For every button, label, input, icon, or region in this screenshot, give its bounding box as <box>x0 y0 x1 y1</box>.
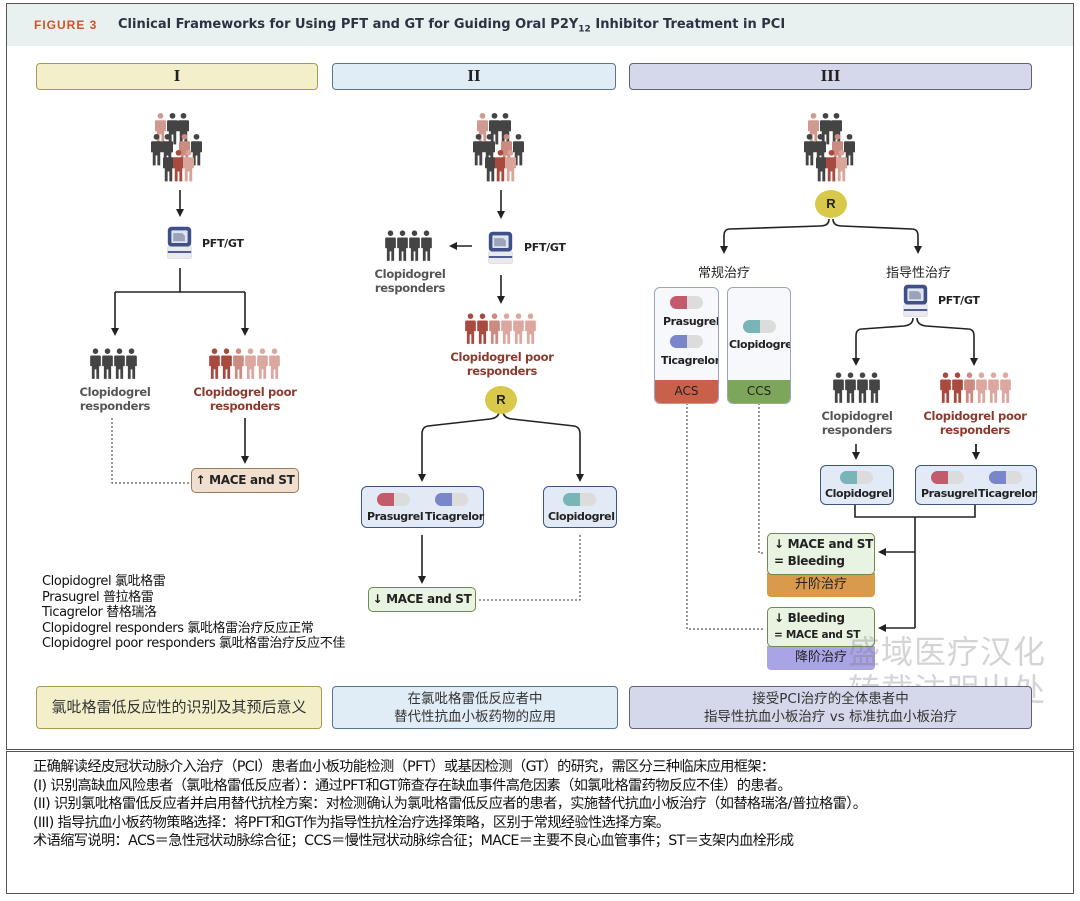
prasugrel-pill-icon <box>931 471 964 484</box>
deescalation-outcome-line2: = MACE and ST <box>774 629 861 641</box>
test-device-icon <box>166 225 193 261</box>
figure-caption: 正确解读经皮冠状动脉介入治疗（PCI）患者血小板功能检测（PFT）或基因检测（G… <box>6 751 1074 894</box>
panel-3-summary-line1: 接受PCI治疗的全体患者中 <box>752 691 909 707</box>
responders-icon <box>380 230 438 262</box>
panel-3-header: III <box>629 63 1032 90</box>
legend-item: Ticagrelor 替格瑞洛 <box>42 605 157 620</box>
drug-legend: Clopidogrel 氯吡格雷 Prasugrel 普拉格雷 Ticagrel… <box>42 574 345 652</box>
escalation-outcome-line1: ↓ MACE and ST <box>774 537 873 551</box>
panel-2-header: II <box>332 63 616 90</box>
panel-2-summary: 在氯吡格雷低反应者中 替代性抗血小板药物的应用 <box>332 686 618 729</box>
panel-2-summary-line1: 在氯吡格雷低反应者中 <box>407 691 543 707</box>
patient-population-icon <box>472 112 530 184</box>
poor-responders-label: Clopidogrel poor responders <box>193 385 297 413</box>
connector-lines <box>111 190 980 632</box>
ticagrelor-pill-icon <box>435 493 468 506</box>
responders-label: Clopidogrel responders <box>79 385 151 413</box>
dotted-link-ccs-escalation <box>758 403 765 554</box>
drug-name-prasugrel: Prasugrel <box>367 510 424 523</box>
figure-label: FIGURE 3 <box>34 18 98 32</box>
alternative-drug-box: Prasugrel Ticagrelor <box>361 486 484 528</box>
responders-icon <box>828 372 886 404</box>
legend-item: Prasugrel 普拉格雷 <box>42 589 154 605</box>
panel-1-summary: 氯吡格雷低反应性的识别及其预后意义 <box>36 686 322 729</box>
caption-line: (III) 指导抗血小板药物策略选择：将PFT和GT作为指导性抗栓治疗选择策略，… <box>33 814 670 831</box>
poor-responders-icon <box>202 348 288 380</box>
legend-item: Clopidogrel poor responders 氯吡格雷治疗反应不佳 <box>42 636 345 651</box>
caption-line: 术语缩写说明：ACS＝急性冠状动脉综合征；CCS＝慢性冠状动脉综合征；MACE＝… <box>33 833 794 850</box>
conventional-therapy-label: 常规治疗 <box>698 266 751 281</box>
dotted-link-acs-deescalation <box>686 403 765 630</box>
clopidogrel-pill-icon <box>563 493 596 506</box>
prasugrel-pill-icon <box>670 296 703 309</box>
caption-line: (II) 识别氯吡格雷低反应者并启用替代抗栓方案：对检测确认为氯吡格雷低反应者的… <box>33 796 867 813</box>
guided-clopidogrel-box: Clopidogrel <box>820 465 894 505</box>
test-device-icon <box>902 283 929 319</box>
escalation-outcome: ↓ MACE and ST = Bleeding <box>767 533 875 575</box>
legend-item: Clopidogrel 氯吡格雷 <box>42 574 166 589</box>
deescalation-outcome: ↓ Bleeding = MACE and ST <box>767 607 875 647</box>
figure-title-text: Clinical Frameworks for Using PFT and GT… <box>118 17 579 32</box>
test-label: PFT/GT <box>202 237 244 250</box>
randomization-badge: R <box>815 190 847 218</box>
standard-drug-box: Clopidogrel <box>543 486 617 528</box>
escalation-block: 升阶治疗 ↓ MACE and ST = Bleeding <box>767 533 875 597</box>
responders-icon <box>85 348 143 380</box>
arrow-to-standard-arm <box>502 410 584 482</box>
panel-3-summary: 接受PCI治疗的全体患者中 指导性抗血小板治疗 vs 标准抗血小板治疗 <box>629 686 1032 729</box>
figure-title-bar: FIGURE 3 Clinical Frameworks for Using P… <box>7 4 1073 46</box>
poor-responders-icon <box>933 372 1019 404</box>
drug-name-clopidogrel: Clopidogrel <box>729 338 791 351</box>
drug-name-prasugrel: Prasugrel <box>921 487 978 500</box>
caption-line: 正确解读经皮冠状动脉介入治疗（PCI）患者血小板功能检测（PFT）或基因检测（G… <box>33 759 775 775</box>
poor-responders-icon <box>458 313 544 345</box>
watermark-line1: 盛域医疗汉化 <box>848 633 1047 671</box>
drug-name-clopidogrel: Clopidogrel <box>825 487 892 500</box>
legend-item: Clopidogrel responders 氯吡格雷治疗反应正常 <box>42 620 314 636</box>
guided-therapy-label: 指导性治疗 <box>886 266 952 281</box>
acs-label: ACS <box>655 380 718 403</box>
responders-label: Clopidogrel responders <box>374 267 446 295</box>
escalation-label: 升阶治疗 <box>767 573 875 597</box>
escalation-outcome-line2: = Bleeding <box>774 554 845 568</box>
drug-name-ticagrelor: Ticagrelor <box>661 354 719 367</box>
clopidogrel-pill-icon <box>743 320 776 333</box>
acs-conventional-box: Prasugrel Ticagrelor ACS <box>654 287 719 404</box>
randomization-badge: R <box>485 386 517 414</box>
ticagrelor-pill-icon <box>989 471 1022 484</box>
test-label: PFT/GT <box>524 241 566 254</box>
guided-alternative-box: Prasugrel Ticagrelor <box>915 465 1037 505</box>
ticagrelor-pill-icon <box>670 335 703 348</box>
figure-title-suffix: Inhibitor Treatment in PCI <box>590 17 786 32</box>
clopidogrel-pill-icon <box>840 471 873 484</box>
deescalation-label: 降阶治疗 <box>767 646 875 670</box>
drug-name-ticagrelor: Ticagrelor <box>425 510 484 523</box>
figure-title-subscript: 12 <box>578 24 591 35</box>
patient-population-icon <box>150 112 208 184</box>
ccs-label: CCS <box>728 380 790 403</box>
deescalation-block: 降阶治疗 ↓ Bleeding = MACE and ST <box>767 607 875 670</box>
decreased-mace-st-outcome: ↓ MACE and ST <box>368 587 476 612</box>
responders-label: Clopidogrel responders <box>821 409 893 437</box>
panel-1-header: I <box>36 63 318 90</box>
drug-name-ticagrelor: Ticagrelor <box>978 487 1037 500</box>
patient-population-icon <box>803 112 861 184</box>
ccs-conventional-box: Clopidogrel CCS <box>727 287 791 404</box>
dotted-link-standard-arm-outcome-2 <box>478 535 581 601</box>
test-label: PFT/GT <box>938 294 980 307</box>
prasugrel-pill-icon <box>377 493 410 506</box>
poor-responders-label: Clopidogrel poor responders <box>450 350 554 378</box>
test-device-icon <box>487 230 514 266</box>
increased-mace-st-outcome: ↑ MACE and ST <box>191 468 299 493</box>
panel-3-summary-line2: 指导性抗血小板治疗 vs 标准抗血小板治疗 <box>703 709 958 725</box>
figure-title: Clinical Frameworks for Using PFT and GT… <box>118 17 785 35</box>
dotted-link-responders-outcome-1 <box>111 418 190 484</box>
drug-name-clopidogrel: Clopidogrel <box>548 510 615 523</box>
drug-name-prasugrel: Prasugrel <box>663 315 719 328</box>
deescalation-outcome-line1: ↓ Bleeding <box>774 611 845 625</box>
arrow-to-alternative-arm <box>418 410 500 482</box>
poor-responders-label: Clopidogrel poor responders <box>923 409 1027 437</box>
caption-line: (I) 识别高缺血风险患者（氯吡格雷低反应者）：通过PFT和GT筛查存在缺血事件… <box>33 777 792 794</box>
panel-2-summary-line2: 替代性抗血小板药物的应用 <box>394 709 556 725</box>
